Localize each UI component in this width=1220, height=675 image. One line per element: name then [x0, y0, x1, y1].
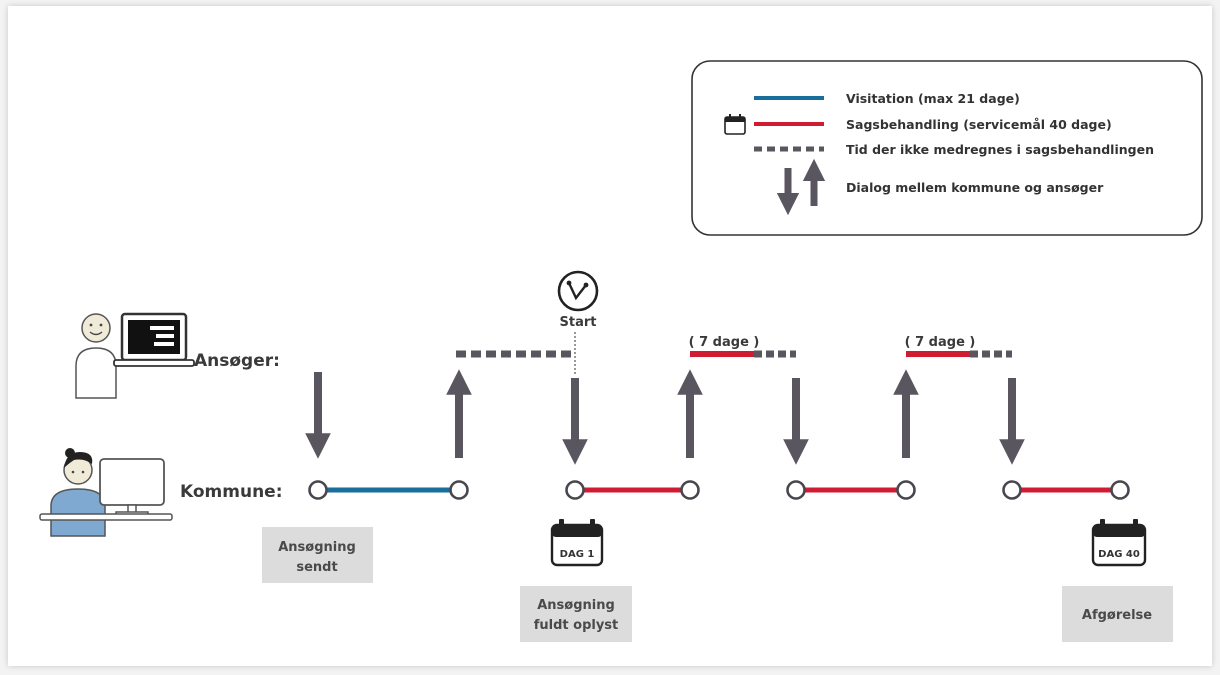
label-box-sent: Ansøgning sendt — [262, 527, 373, 583]
calendar-day1-label: DAG 1 — [560, 549, 595, 560]
legend-box — [691, 60, 1203, 236]
diagram-svg: Visitation (max 21 dage) Sagsbehandling … — [39, 60, 1203, 642]
timeline-node — [786, 480, 806, 500]
timeline-node — [449, 480, 469, 500]
timeline-node — [680, 480, 700, 500]
applicant-label: Ansøger: — [194, 351, 280, 371]
process-diagram: Visitation (max 21 dage) Sagsbehandling … — [8, 6, 1212, 666]
legend: Visitation (max 21 dage) Sagsbehandling … — [691, 60, 1203, 236]
timeline-node — [308, 480, 328, 500]
calendar-day40: DAG 40 — [1091, 519, 1147, 567]
municipality-label: Kommune: — [180, 482, 283, 502]
timeline-node — [1110, 480, 1130, 500]
seven-days-label-2: ( 7 dage ) — [905, 335, 976, 350]
label-box-decision: Afgørelse — [1062, 586, 1173, 642]
timeline-node — [1002, 480, 1022, 500]
municipality-timeline — [308, 480, 1130, 500]
label-box-sent-line1: Ansøgning — [278, 540, 356, 555]
clock-start-icon — [557, 270, 599, 312]
start-label: Start — [560, 315, 597, 330]
calendar-icon — [724, 114, 746, 135]
calendar-day40-label: DAG 40 — [1098, 549, 1140, 560]
seven-days-label-1: ( 7 dage ) — [689, 335, 760, 350]
label-box-clarified-line1: Ansøgning — [537, 598, 615, 613]
label-box-sent-line2: sendt — [296, 560, 337, 575]
label-box-decision-line1: Afgørelse — [1082, 608, 1152, 623]
legend-dotted-label: Tid der ikke medregnes i sagsbehandlinge… — [846, 142, 1154, 157]
calendar-day1: DAG 1 — [550, 519, 604, 567]
legend-sagsbehandling-label: Sagsbehandling (servicemål 40 dage) — [846, 117, 1112, 132]
monitor-icon — [39, 458, 173, 521]
legend-visitation-label: Visitation (max 21 dage) — [846, 91, 1020, 106]
dialog-arrows — [305, 369, 1025, 465]
legend-dialog-arrows — [776, 158, 826, 216]
label-box-clarified-line2: fuldt oplyst — [534, 618, 619, 633]
municipality-person-icon — [50, 448, 106, 537]
legend-dialog-label: Dialog mellem kommune og ansøger — [846, 180, 1104, 195]
timeline-node — [565, 480, 585, 500]
applicant-person-icon — [75, 313, 117, 399]
laptop-icon — [113, 312, 195, 367]
label-box-clarified: Ansøgning fuldt oplyst — [520, 586, 632, 642]
timeline-node — [896, 480, 916, 500]
